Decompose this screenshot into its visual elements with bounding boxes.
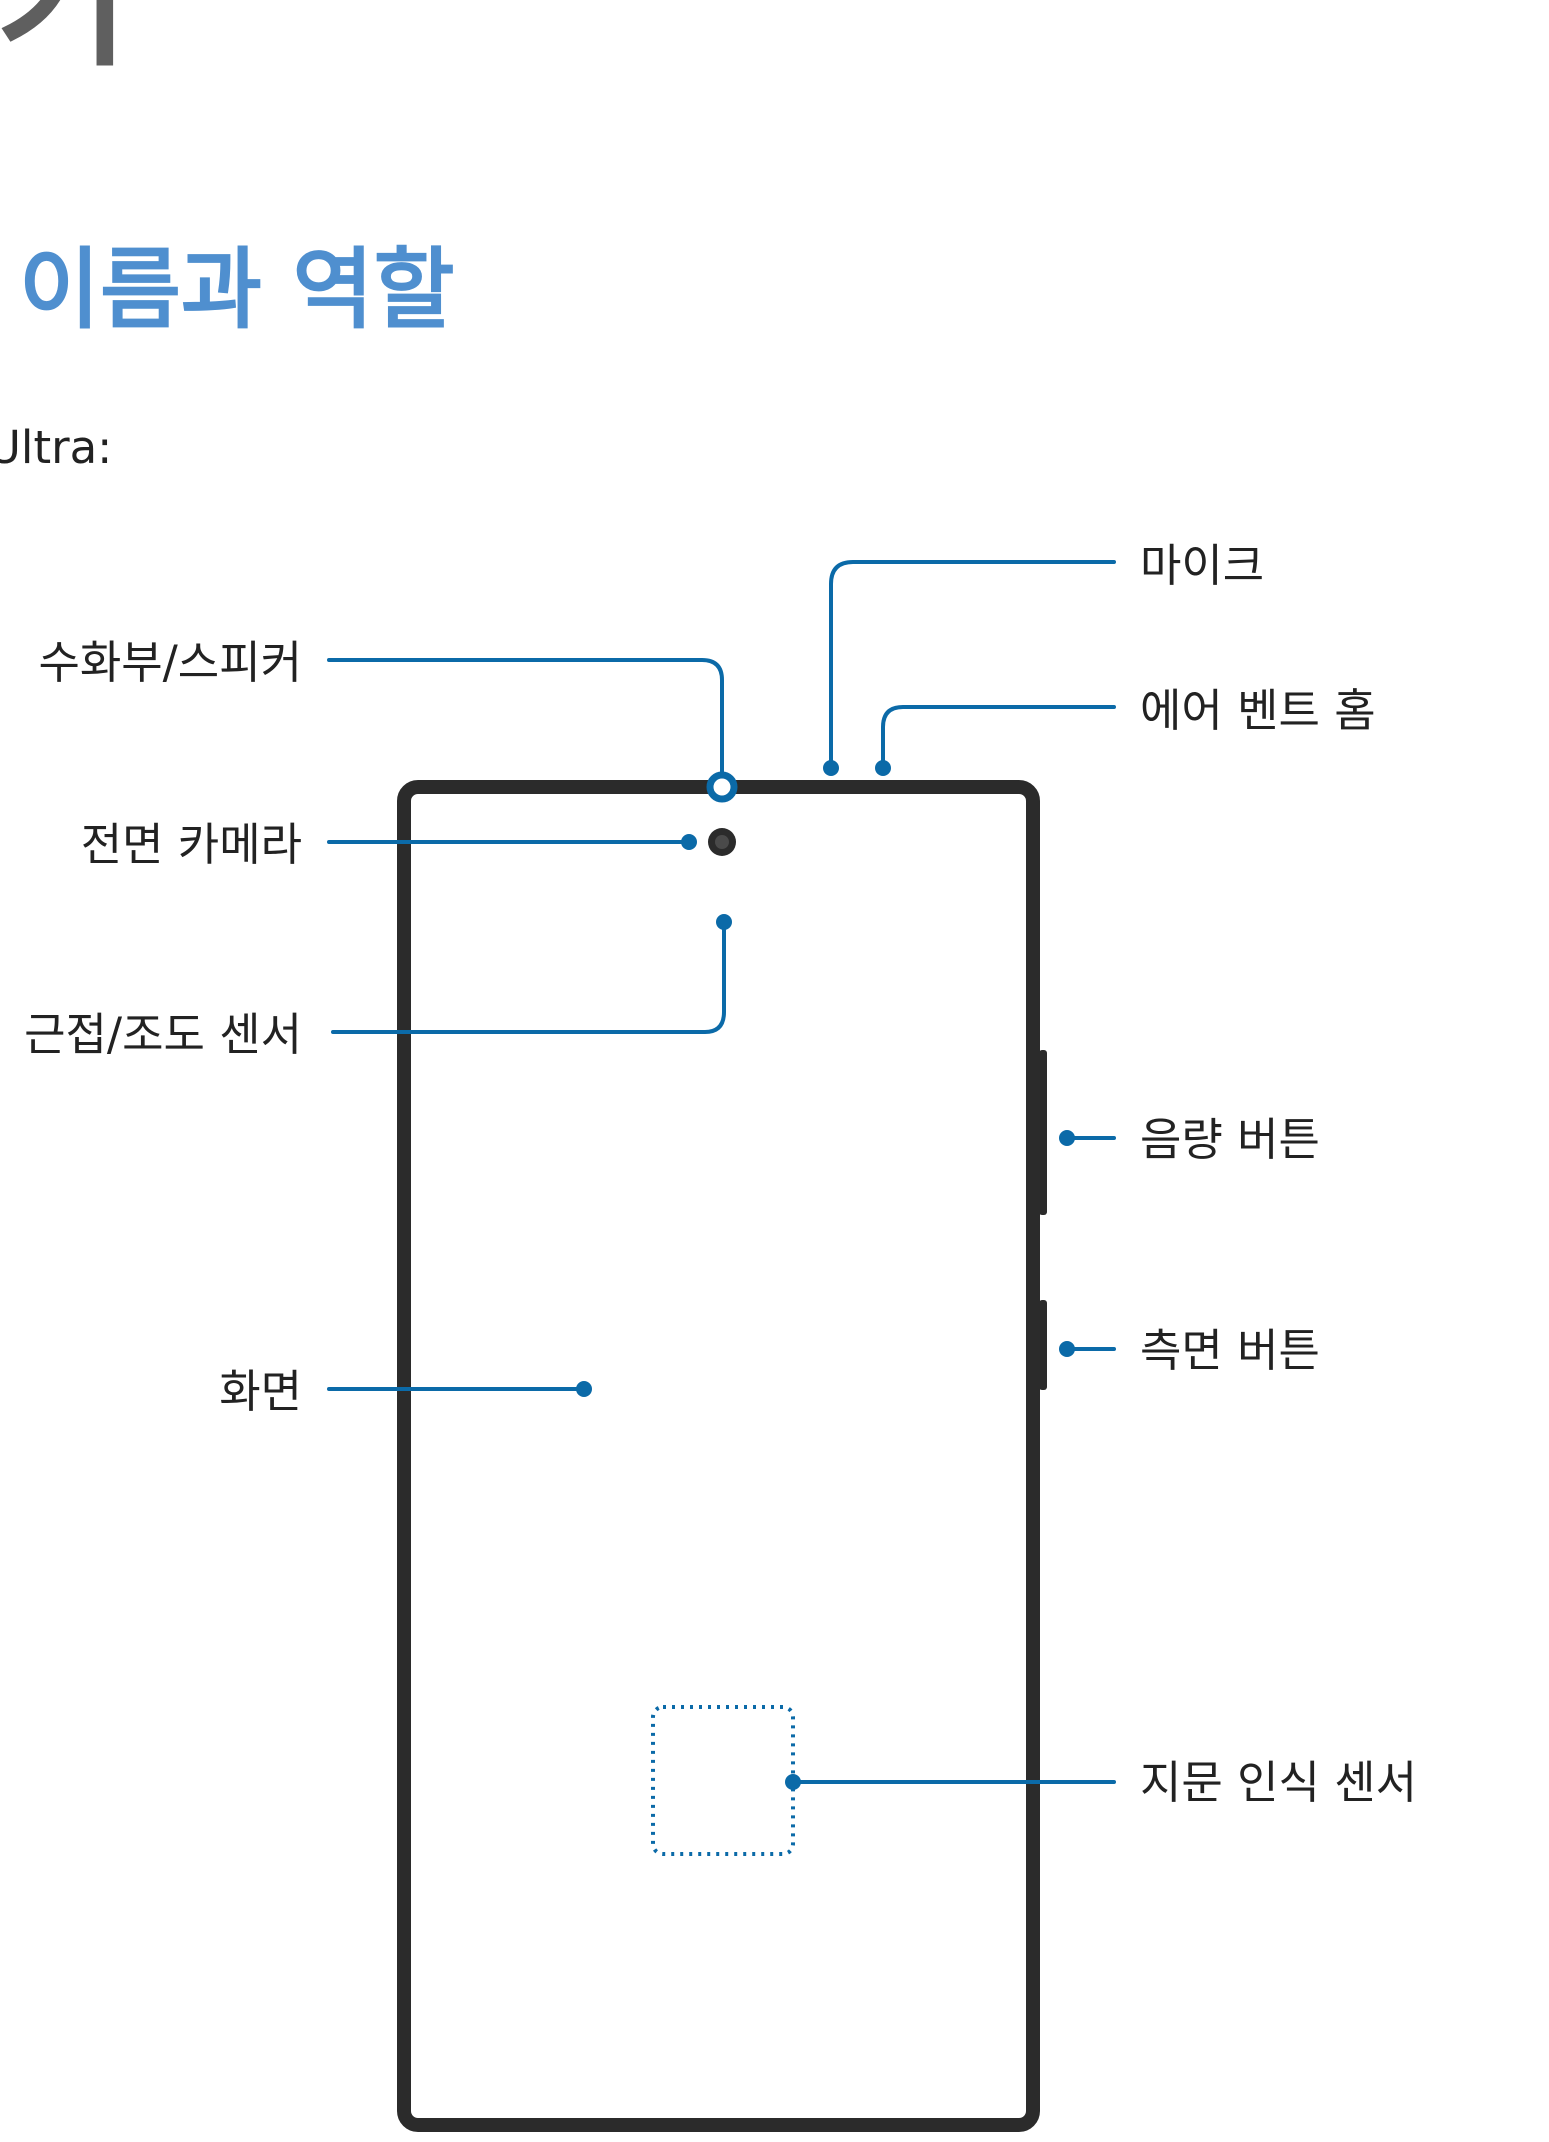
side-button-shape bbox=[1039, 1300, 1047, 1390]
mic-dot bbox=[823, 760, 839, 776]
front-camera-inner bbox=[715, 835, 729, 849]
side-button-dot bbox=[1059, 1341, 1075, 1357]
front-camera-dot bbox=[681, 834, 697, 850]
receiver-callout-line bbox=[327, 658, 724, 777]
section-title: 이름과 역할 bbox=[19, 238, 455, 341]
air-vent-label: 에어 벤트 홈 bbox=[1140, 684, 1376, 737]
side-button-label: 측면 버튼 bbox=[1140, 1324, 1320, 1377]
fingerprint-dot bbox=[785, 1774, 801, 1790]
volume-button-shape bbox=[1039, 1050, 1047, 1215]
proximity-sensor-dot bbox=[716, 914, 732, 930]
proximity-callout-line bbox=[331, 920, 726, 1034]
proximity-light-sensor-label: 근접/조도 센서 bbox=[24, 1008, 302, 1061]
device-model-intro: Ultra: bbox=[0, 421, 113, 474]
phone-outline bbox=[397, 780, 1040, 2132]
air-vent-callout-line bbox=[881, 705, 1116, 770]
fingerprint-sensor-label: 지문 인식 센서 bbox=[1140, 1756, 1418, 1809]
front-camera-label: 전면 카메라 bbox=[80, 818, 302, 871]
receiver-speaker-label: 수화부/스피커 bbox=[38, 636, 302, 689]
mic-callout-line bbox=[829, 560, 1116, 770]
air-vent-dot bbox=[875, 760, 891, 776]
page-heading-fragment: 기 bbox=[0, 0, 130, 87]
volume-button-label: 음량 버튼 bbox=[1140, 1113, 1320, 1166]
screen-label: 화면 bbox=[219, 1365, 302, 1418]
receiver-dot bbox=[706, 771, 738, 803]
volume-button-dot bbox=[1059, 1130, 1075, 1146]
screen-dot bbox=[576, 1381, 592, 1397]
fingerprint-sensor-area bbox=[651, 1705, 795, 1856]
mic-label: 마이크 bbox=[1140, 539, 1265, 592]
